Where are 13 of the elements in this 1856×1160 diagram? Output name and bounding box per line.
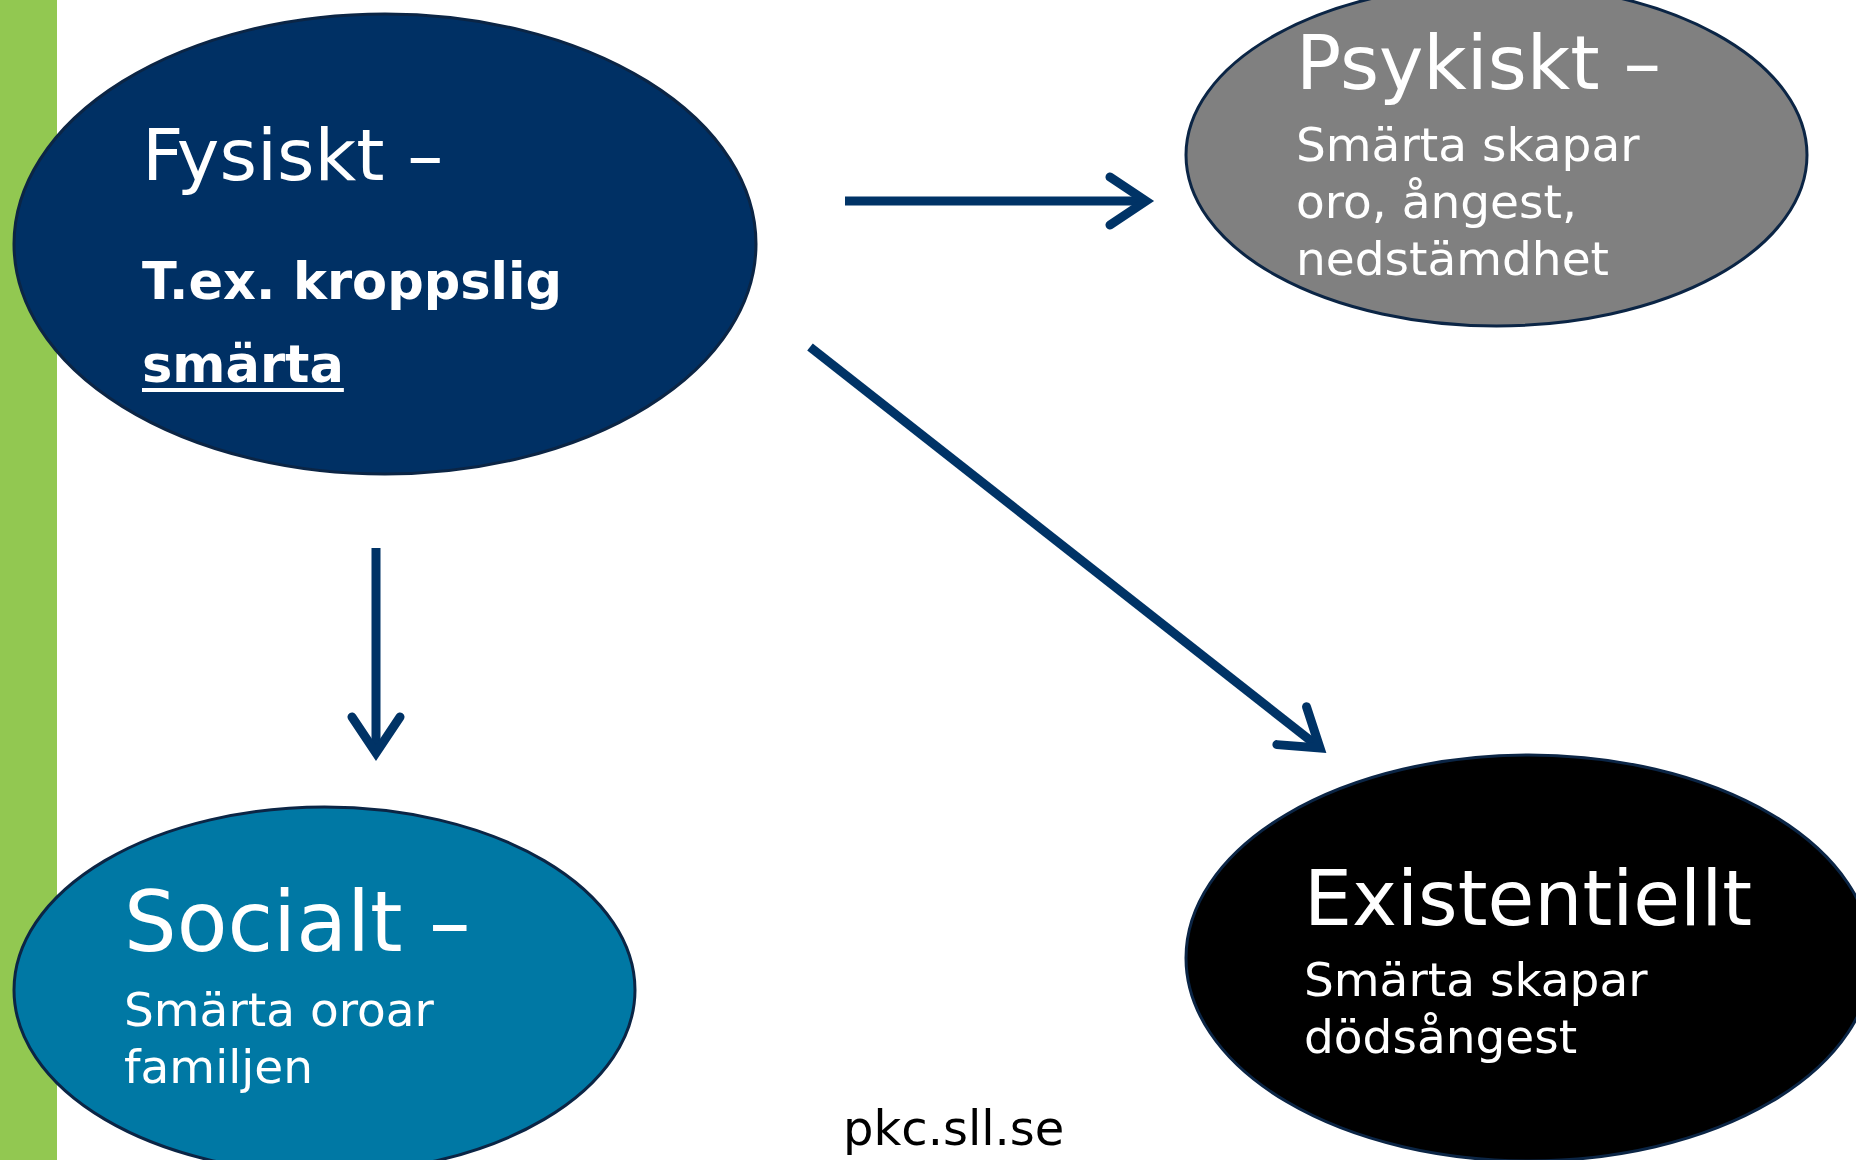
node-description: T.ex. kroppslig smärta (142, 251, 563, 396)
source-url: pkc.sll.se (843, 1100, 1065, 1156)
node-heading: Existentiellt (1304, 853, 1754, 944)
node-description: Smärta skapar oro, ångest, nedstämdhet (1296, 116, 1641, 287)
node-heading: Socialt – (124, 873, 472, 973)
arrow (845, 172, 1151, 230)
node-heading: Fysiskt – (142, 112, 445, 198)
ellipse-node (12, 12, 758, 476)
arrow (807, 343, 1325, 753)
arrow (347, 548, 405, 758)
node-description: Smärta skapar dödsångest (1304, 951, 1649, 1065)
node-description: Smärta oroar familjen (124, 981, 435, 1095)
node-heading: Psykiskt – (1296, 18, 1662, 108)
